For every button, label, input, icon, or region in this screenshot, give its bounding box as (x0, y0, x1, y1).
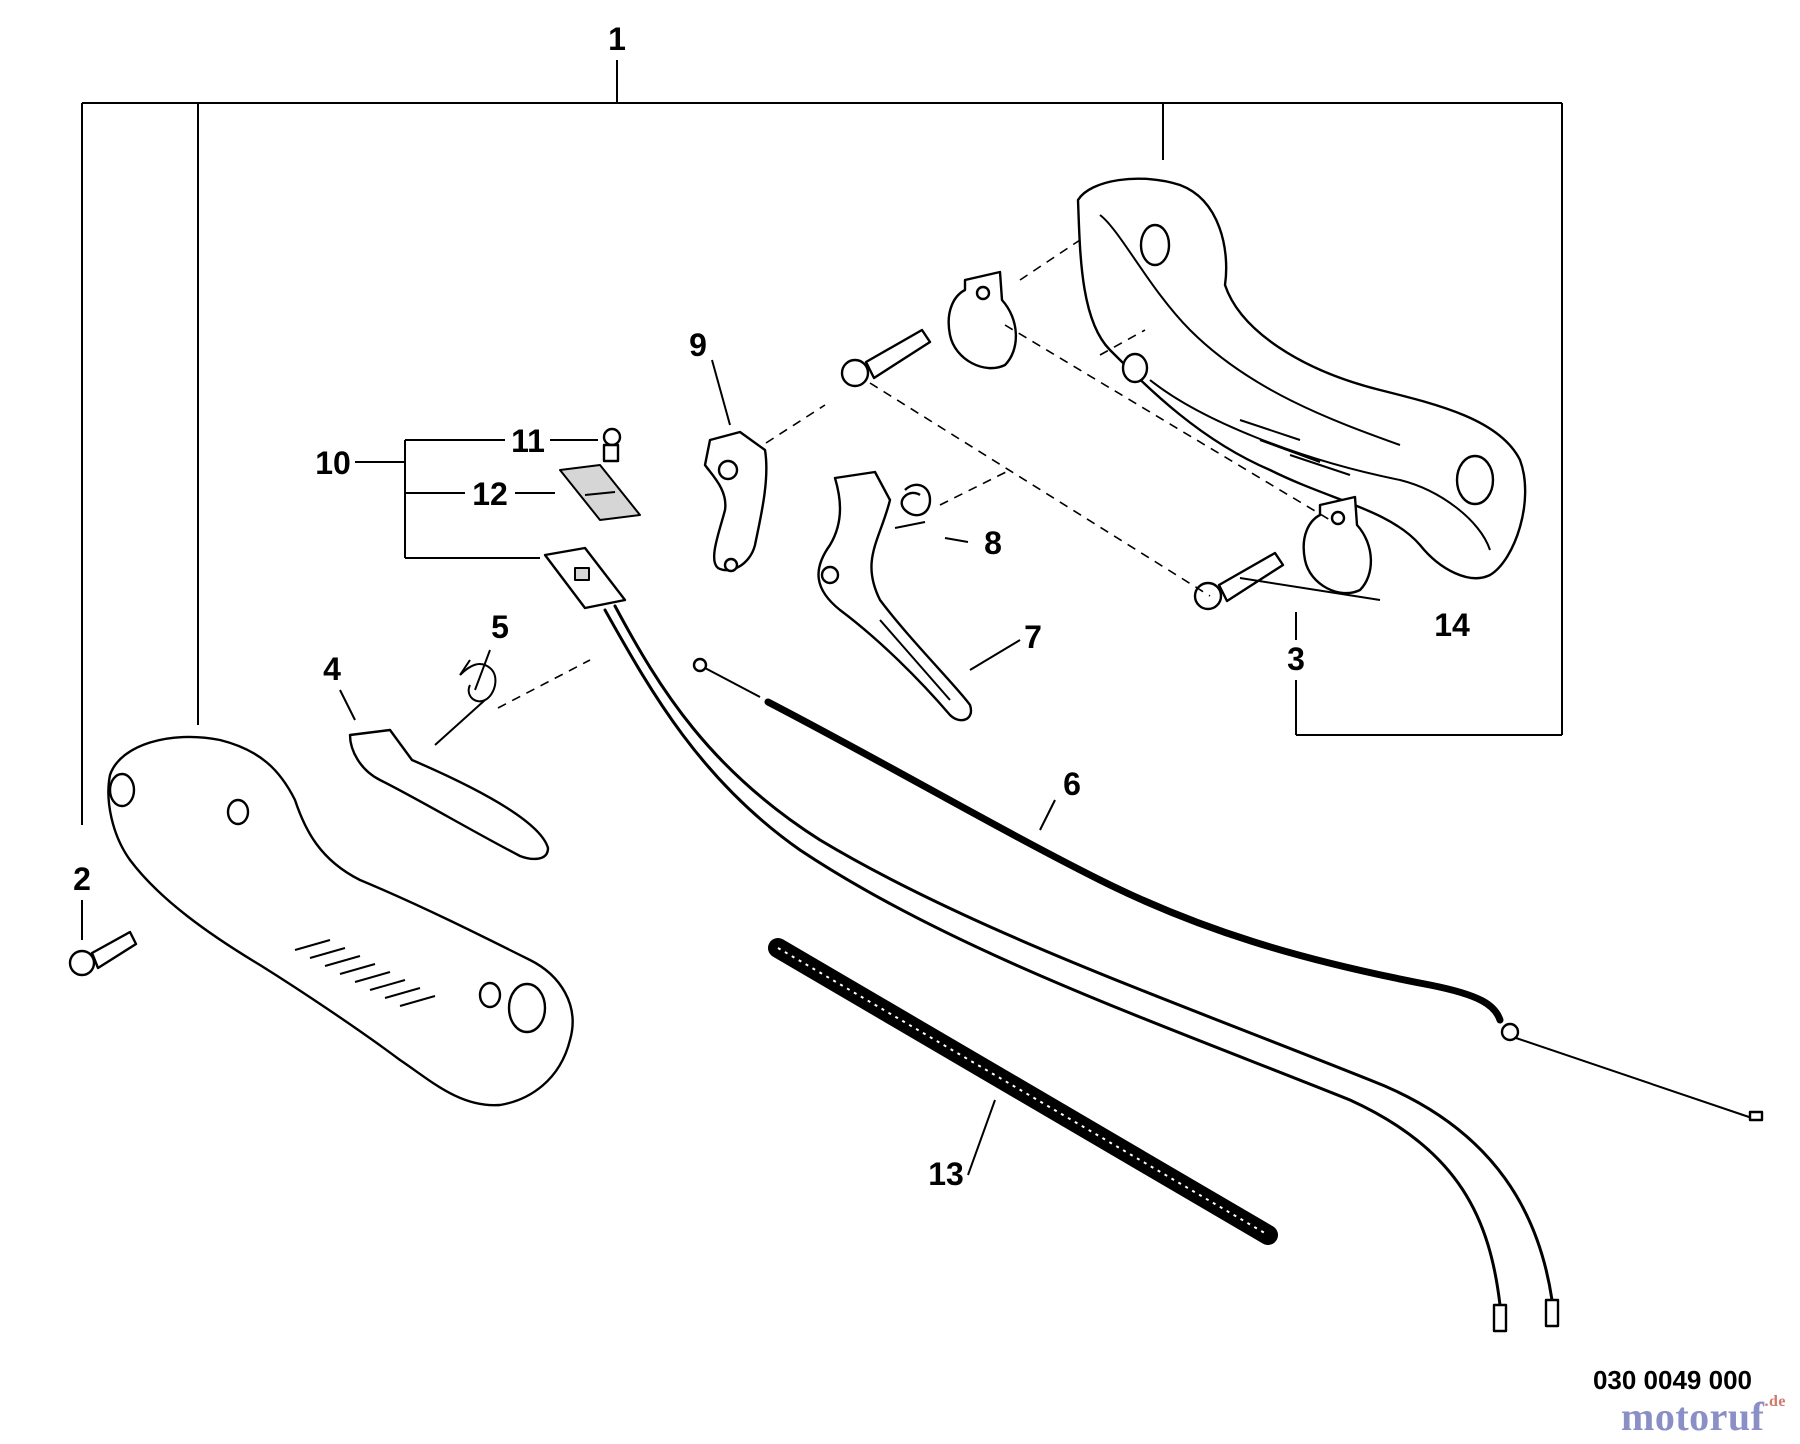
callout-11: 11 (511, 423, 545, 459)
screw-lower (1193, 551, 1285, 611)
spring-part-8 (894, 483, 932, 529)
throttle-cable-part-6 (692, 657, 1764, 1122)
callout-1-bracket (81, 60, 1563, 825)
callout-10: 10 (315, 445, 351, 481)
switch-wires (603, 604, 1560, 1333)
callout-14: 14 (1434, 607, 1470, 643)
callout-2: 2 (73, 861, 91, 897)
callout-8: 8 (984, 525, 1002, 561)
callout-9: 9 (689, 327, 707, 363)
callout-7: 7 (1024, 619, 1042, 655)
pipe-clamp-upper (947, 270, 1018, 370)
handle-half-left (107, 735, 574, 1107)
callout-5: 5 (491, 609, 509, 645)
watermark-logo: motoruf.de (1621, 1393, 1786, 1440)
leader-lines (81, 359, 1381, 1176)
callout-1: 1 (608, 21, 626, 57)
screw-part-2 (68, 930, 138, 977)
watermark-brand: motoruf (1621, 1394, 1765, 1439)
spring-part-5 (434, 659, 497, 746)
lever-part-9 (703, 430, 768, 573)
callout-labels: 1 2 3 4 5 6 7 8 9 10 11 12 13 14 (73, 21, 1470, 1192)
callout-4: 4 (323, 651, 341, 687)
small-screw-part-11 (602, 427, 622, 463)
handle-half-right (1076, 177, 1527, 580)
callout-13: 13 (928, 1156, 964, 1192)
callout-6: 6 (1063, 766, 1081, 802)
lockout-lever-part-4 (348, 728, 550, 861)
catalog-number: 030 0049 000 (1592, 1365, 1752, 1395)
callout-12: 12 (472, 476, 508, 512)
callout-3: 3 (1287, 641, 1305, 677)
corrugated-tube-part-13 (768, 938, 1278, 1245)
assembly-dashed-lines (497, 239, 1331, 709)
throttle-trigger-part-7 (817, 470, 973, 722)
pipe-clamp-lower (1302, 495, 1373, 595)
screw-upper (840, 328, 932, 388)
plate-part-12 (559, 464, 641, 521)
watermark-tld: .de (1764, 1393, 1786, 1410)
switch-part-10 (543, 546, 627, 610)
